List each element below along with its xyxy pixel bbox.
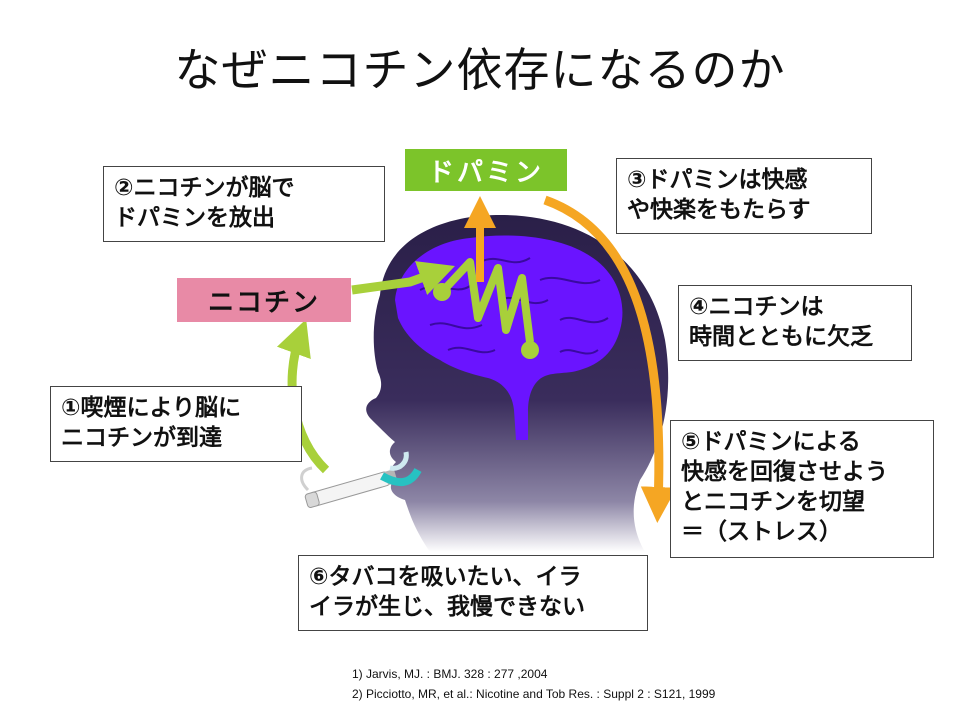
step-2-line-1: ②ニコチンが脳で [114,175,295,201]
dopamine-label-text: ドパミン [427,157,544,188]
step-5-line-3: とニコチンを切望 [681,489,865,515]
nerve-start-dot [433,283,451,301]
step-6-box: ⑥タバコを吸いたい、イラ イラが生じ、我慢できない [298,555,648,631]
step-3-box: ③ドパミンは快感 や快楽をもたらす [616,158,872,234]
step-1-line-1: ①喫煙により脳に [61,395,242,421]
nicotine-to-brain-arrow [351,261,455,296]
dopamine-label: ドパミン [405,149,567,191]
page-title: なぜニコチン依存になるのか [174,43,786,97]
step-5-line-2: 快感を回復させよう [681,459,888,485]
step-5-line-4: ＝（ストレス） [681,519,842,545]
nerve-zigzag [439,258,534,343]
reference-2: 2) Picciotto, MR, et al.: Nicotine and T… [352,687,716,701]
nerve-end-dot [521,341,539,359]
step-4-box: ④ニコチンは 時間とともに欠乏 [678,285,912,361]
step-4-line-1: ④ニコチンは [689,294,824,320]
nicotine-label-text: ニコチン [207,287,320,318]
step-1-box: ①喫煙により脳に ニコチンが到達 [50,386,302,462]
nicotine-label: ニコチン [177,278,351,322]
step-5-line-1: ⑤ドパミンによる [681,429,861,455]
references: 1) Jarvis, MJ. : BMJ. 328 : 277 ,2004 2)… [352,664,715,704]
step-2-box: ②ニコチンが脳で ドパミンを放出 [103,166,385,242]
step-1-line-2: ニコチンが到達 [61,425,222,451]
step-3-line-1: ③ドパミンは快感 [627,167,808,193]
step-3-line-2: や快楽をもたらす [627,197,811,223]
step-5-box: ⑤ドパミンによる 快感を回復させよう とニコチンを切望 ＝（ストレス） [670,420,934,558]
step-2-line-2: ドパミンを放出 [114,205,275,231]
cigarette-illustration [300,451,422,508]
step-4-line-2: 時間とともに欠乏 [689,324,873,350]
reference-1: 1) Jarvis, MJ. : BMJ. 328 : 277 ,2004 [352,667,548,681]
dopamine-decline-arrow [543,195,677,523]
step-6-line-2: イラが生じ、我慢できない [309,594,585,620]
step-6-line-1: ⑥タバコを吸いたい、イラ [309,564,582,590]
